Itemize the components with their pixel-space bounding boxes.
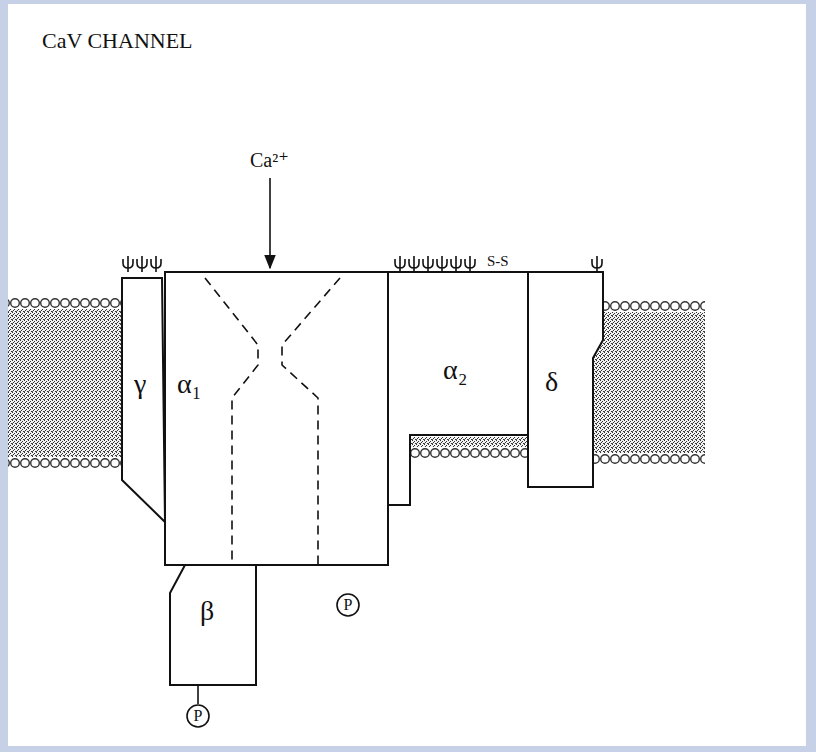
phosphate-link	[197, 685, 199, 704]
glycosylation-symbol	[592, 256, 602, 272]
subunit-label: δ	[545, 368, 558, 396]
subunit-label: α₁	[177, 370, 201, 398]
subunit-outline	[528, 272, 603, 487]
subunit-outline	[122, 278, 165, 522]
bilayer-tails	[588, 312, 705, 453]
glycosylation-symbol	[465, 256, 475, 272]
glycosylation-symbol	[451, 256, 461, 272]
diagram-title: CaV CHANNEL	[42, 30, 193, 52]
subunit-outline	[388, 272, 528, 505]
alpha1-subunit: α₁	[165, 272, 388, 565]
phosphate-circle: P	[336, 593, 360, 617]
alpha2-subunit: α₂	[388, 272, 528, 505]
panel	[8, 4, 806, 746]
phosphate-outline	[337, 594, 359, 616]
pore-outline	[282, 278, 340, 565]
pore-outline	[205, 278, 258, 565]
glycosylation-symbol	[423, 256, 433, 272]
ion-flow-arrow	[269, 178, 271, 268]
beta-subunit-outline	[170, 565, 256, 685]
subunit-label: P	[194, 708, 203, 724]
delta-subunit: δ	[525, 272, 605, 487]
disulfide-label: S-S	[487, 254, 509, 269]
beta-subunit: β	[170, 565, 256, 685]
subunit-label: P	[344, 597, 353, 613]
gamma-subunit: γ	[122, 278, 166, 524]
glycosylation-marks	[123, 256, 602, 272]
glycosylation-symbol	[395, 256, 405, 272]
subunit-label: β	[200, 597, 214, 625]
glycosylation-symbol	[123, 256, 133, 272]
ion-label: Ca²⁺	[250, 150, 289, 170]
delta-subunit-outline	[525, 272, 605, 487]
alpha1-subunit-outline	[165, 272, 388, 565]
glycosylation-symbol	[437, 256, 447, 272]
subunit-outline	[165, 272, 388, 565]
bilayer-heads	[410, 447, 528, 459]
subunit-label: γ	[134, 370, 146, 398]
subunit-outline	[170, 565, 256, 685]
bilayer-tails	[8, 309, 130, 457]
bilayer-heads	[588, 300, 705, 312]
phosphate-circle: P	[186, 704, 210, 728]
alpha2-subunit-outline	[388, 272, 528, 505]
bilayer-heads	[588, 453, 705, 465]
glycosylation-symbol	[409, 256, 419, 272]
bilayer-tails	[410, 437, 528, 447]
bilayer-heads	[8, 297, 130, 309]
glycosylation-symbol	[137, 256, 147, 272]
bilayer-heads	[8, 457, 130, 469]
gamma-subunit-outline	[122, 278, 166, 524]
phosphate-outline	[187, 705, 209, 727]
glycosylation-symbol	[151, 256, 161, 272]
subunit-label: α₂	[443, 356, 467, 384]
